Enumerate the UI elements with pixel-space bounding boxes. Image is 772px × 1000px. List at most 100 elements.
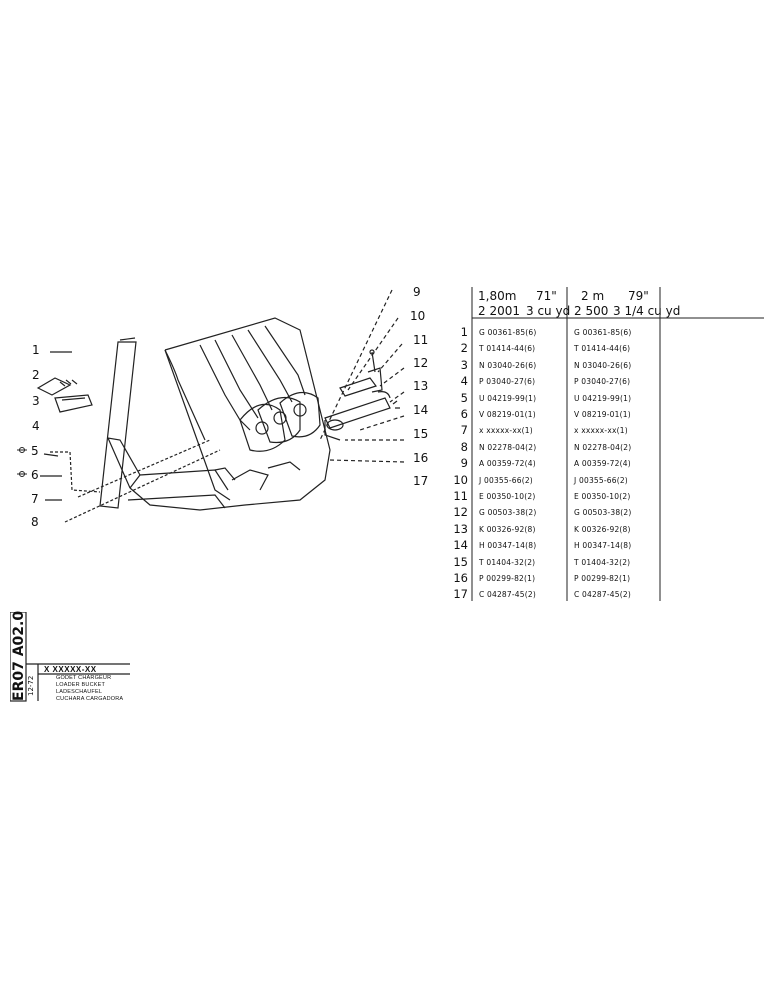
item-number: 15 [453, 554, 468, 569]
callout-10: 10 [410, 309, 426, 323]
part-number-2200l: V 08219-01(1) [479, 410, 536, 419]
item-number: 7 [460, 423, 468, 438]
callout-17: 17 [413, 474, 429, 488]
item-number: 16 [453, 571, 468, 585]
table-row: 16 P 00299-82(1) P 00299-82(1) [452, 571, 764, 586]
date: 12-72 [27, 675, 35, 696]
table-row: 13 K 00326-92(8) K 00326-92(8) [452, 522, 764, 537]
callout-5: 5 [31, 444, 39, 458]
part-ref: X XXXXX-XX [44, 665, 97, 674]
item-number: 1 [460, 325, 468, 339]
part-number-2500l: N 02278-04(2) [574, 442, 632, 452]
callout-11: 11 [413, 333, 429, 347]
part-number-2200l: C 04287-45(2) [479, 590, 536, 600]
title-en: LOADER BUCKET [56, 682, 106, 688]
part-number-2200l: T 01414-44(6) [479, 344, 536, 354]
callout-12: 12 [413, 356, 429, 370]
part-number-2200l: P 00299-82(1) [479, 574, 536, 583]
part-number-2200l: T 01404-32(2) [479, 557, 536, 567]
part-number-2500l: G 00361-85(6) [574, 328, 632, 337]
part-number-2200l: G 00503-38(2) [479, 508, 537, 518]
callout-3: 3 [32, 394, 40, 408]
callout-9: 9 [413, 285, 421, 299]
part-number-2200l: G 00361-85(6) [479, 328, 537, 337]
part-number-2200l: N 03040-26(6) [479, 360, 537, 370]
part-number-2500l: P 03040-27(6) [574, 377, 631, 387]
part-number-2500l: T 01414-44(6) [574, 344, 631, 354]
col2-capacity-inch: 79" [628, 289, 649, 303]
table-row: 7 x xxxxx-xx(1) x xxxxx-xx(1) [452, 423, 764, 438]
item-number: 9 [460, 456, 468, 471]
part-number-2500l: K 00326-92(8) [574, 524, 631, 534]
title-block-frame [10, 612, 130, 702]
callout-2: 2 [32, 368, 40, 382]
title-fr: GODET CHARGEUR [56, 675, 112, 681]
col1-volume-yd: 3 cu yd [526, 304, 571, 318]
item-number: 8 [460, 439, 468, 454]
item-number: 13 [453, 521, 468, 536]
item-number: 17 [453, 587, 468, 602]
part-number-2200l: H 00347-14(8) [479, 541, 537, 551]
item-number: 14 [453, 538, 468, 553]
table-lines [471, 287, 764, 601]
table-row: 15 T 01404-32(2) T 01404-32(2) [452, 555, 764, 570]
part-number-2200l: E 00350-10(2) [479, 492, 536, 501]
part-number-2200l: P 03040-27(6) [479, 377, 536, 387]
item-number: 4 [460, 374, 468, 389]
table-row: 12 G 00503-38(2) G 00503-38(2) [452, 505, 764, 520]
title-de: LADESCHAUFEL [56, 689, 103, 695]
part-number-2500l: U 04219-99(1) [574, 393, 632, 403]
table-row: 5 U 04219-99(1) U 04219-99(1) [452, 391, 764, 406]
item-number: 2 [460, 341, 468, 356]
item-number: 10 [453, 472, 468, 487]
callout-16: 16 [413, 451, 429, 465]
table-row: 4 P 03040-27(6) P 03040-27(6) [452, 374, 764, 389]
part-number-2500l: P 00299-82(1) [574, 574, 631, 583]
callout-6: 6 [31, 468, 39, 482]
part-number-2500l: V 08219-01(1) [574, 410, 631, 419]
title-es: CUCHARA CARGADORA [56, 696, 124, 702]
item-number: 5 [460, 390, 468, 405]
table-row: 1 G 00361-85(6) G 00361-85(6) [452, 325, 764, 340]
parts-table: 1,80m 71" 2 2001 3 cu yd 2 m 79" 2 500 3… [452, 285, 764, 603]
part-number-2500l: x xxxxx-xx(1) [574, 426, 628, 436]
col2-volume-yd: 3 1/4 cu yd [613, 304, 681, 318]
callout-4: 4 [32, 419, 40, 433]
drawing-code: ER07 A02.0 [11, 610, 27, 701]
col1-capacity-metric: 1,80m [478, 289, 517, 303]
part-number-2500l: J 00355-66(2) [574, 475, 628, 485]
callout-1: 1 [32, 343, 40, 357]
part-number-2200l: K 00326-92(8) [479, 524, 536, 534]
part-number-2500l: E 00350-10(2) [574, 492, 631, 501]
callout-8: 8 [31, 515, 39, 529]
part-number-2500l: G 00503-38(2) [574, 508, 632, 518]
table-row: 17 C 04287-45(2) C 04287-45(2) [452, 587, 764, 602]
item-number: 12 [453, 505, 468, 520]
part-number-2200l: J 00355-66(2) [479, 475, 533, 485]
part-number-2500l: A 00359-72(4) [574, 459, 631, 469]
table-row: 11 E 00350-10(2) E 00350-10(2) [452, 489, 764, 504]
part-number-2200l: N 02278-04(2) [479, 442, 537, 452]
title-block: ER07 A02.0 12-72 X XXXXX-XX GODET CHARGE… [10, 610, 130, 702]
item-number: 6 [460, 407, 468, 421]
table-row: 6 V 08219-01(1) V 08219-01(1) [452, 407, 764, 422]
col2-capacity-metric: 2 m [581, 289, 605, 303]
item-number: 3 [460, 357, 468, 372]
table-row: 2 T 01414-44(6) T 01414-44(6) [452, 341, 764, 356]
col1-volume-litre: 2 2001 [478, 304, 520, 318]
part-number-2500l: T 01404-32(2) [574, 557, 631, 567]
callout-14: 14 [413, 403, 429, 417]
col1-capacity-inch: 71" [536, 289, 557, 303]
callout-15: 15 [413, 427, 429, 441]
item-number: 11 [453, 489, 468, 503]
part-number-2200l: x xxxxx-xx(1) [479, 426, 533, 436]
part-number-2500l: C 04287-45(2) [574, 590, 631, 600]
part-number-2200l: A 00359-72(4) [479, 459, 536, 469]
part-number-2200l: U 04219-99(1) [479, 393, 537, 403]
table-row: 8 N 02278-04(2) N 02278-04(2) [452, 440, 764, 455]
callout-13: 13 [413, 379, 429, 393]
callout-7: 7 [31, 492, 39, 506]
